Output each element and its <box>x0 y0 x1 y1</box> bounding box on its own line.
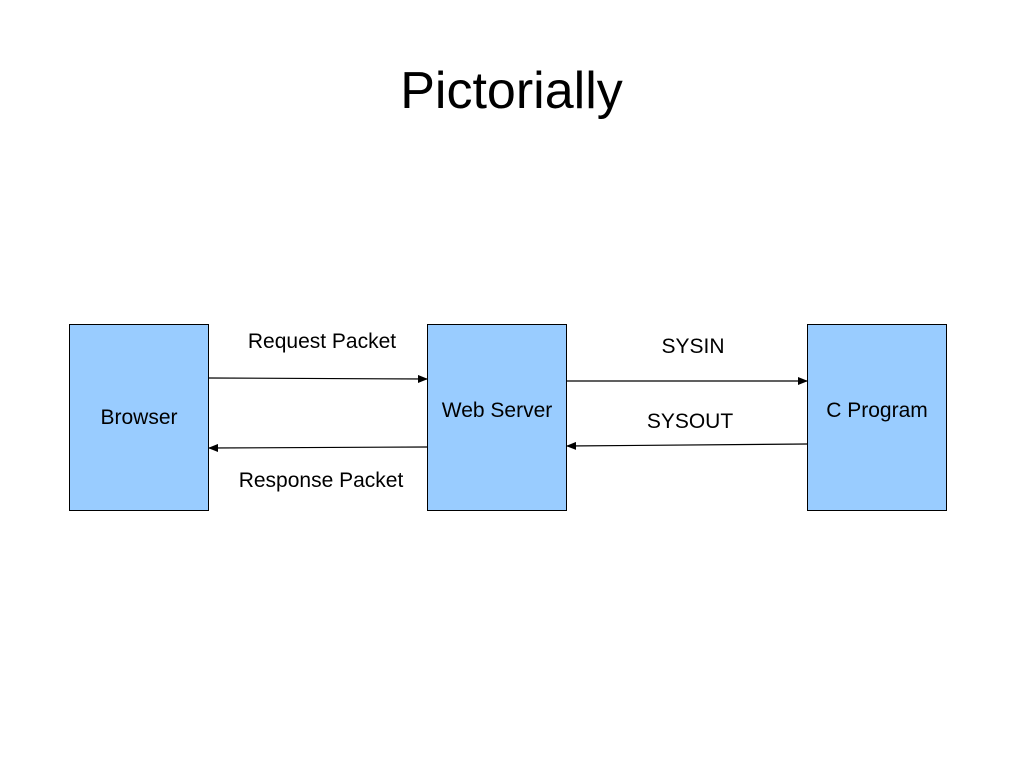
browser-label: Browser <box>100 405 178 429</box>
web-server-node: Web Server <box>427 324 567 511</box>
c-program-node: C Program <box>807 324 947 511</box>
slide-title: Pictorially <box>400 62 623 120</box>
c-program-label: C Program <box>826 399 928 422</box>
request-packet-label: Request Packet <box>247 330 397 353</box>
sysout-arrow <box>566 441 808 450</box>
request-arrow <box>208 374 428 383</box>
sysin-label: SYSIN <box>661 335 725 358</box>
response-packet-label: Response Packet <box>238 469 404 492</box>
web-server-label: Web Server <box>441 399 553 422</box>
sysout-label: SYSOUT <box>646 410 734 433</box>
browser-node: Browser <box>69 324 209 511</box>
response-arrow <box>208 443 428 452</box>
